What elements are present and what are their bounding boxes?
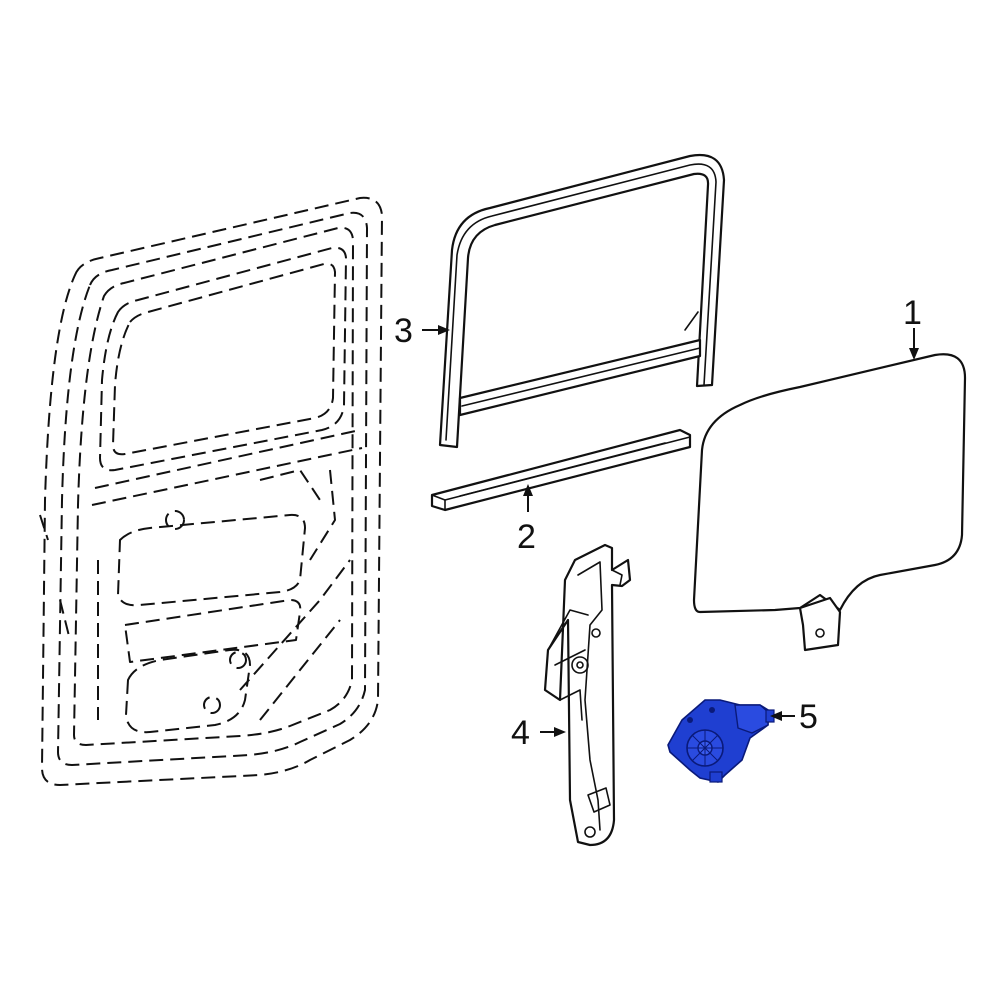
part-2-belt-molding <box>430 428 692 512</box>
callout-3: 3 <box>394 312 413 350</box>
callout-4: 4 <box>511 714 530 752</box>
part-4-window-regulator <box>543 543 632 847</box>
callout-arrows <box>422 325 919 737</box>
part-3-window-run-channel <box>438 153 726 449</box>
part-1-door-glass <box>692 353 967 652</box>
callout-1: 1 <box>903 294 922 332</box>
callout-5: 5 <box>799 698 818 736</box>
door-shell <box>39 196 383 786</box>
callout-2: 2 <box>517 518 536 556</box>
part-5-window-motor <box>667 699 775 783</box>
